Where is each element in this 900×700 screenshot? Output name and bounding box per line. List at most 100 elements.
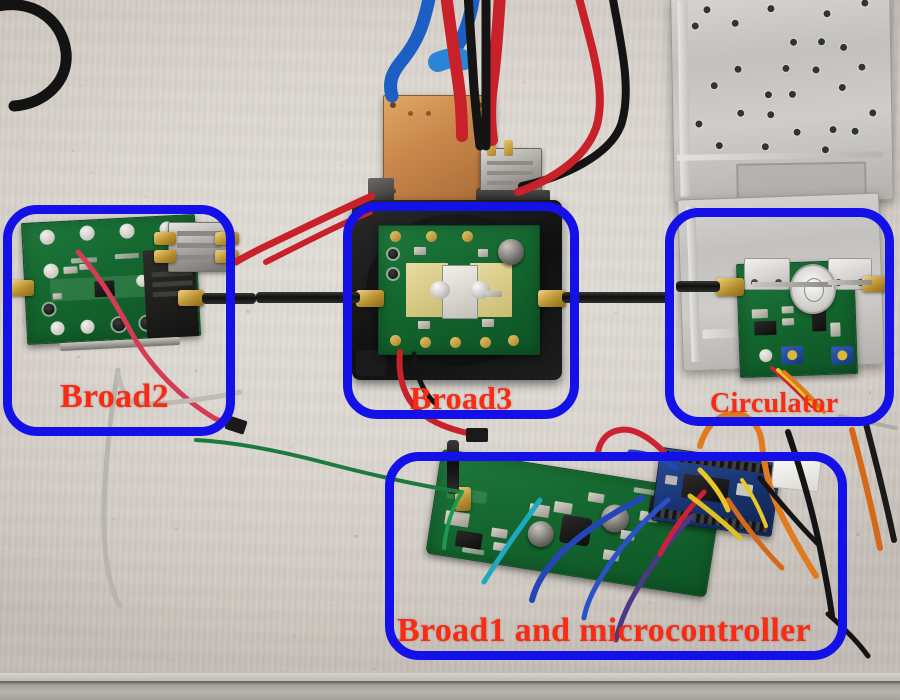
plate-hole: [737, 109, 745, 117]
sma-connector: [10, 280, 34, 296]
bench-speck: [325, 436, 328, 438]
bench-speck: [730, 630, 732, 633]
plate-hole: [789, 38, 798, 46]
coaxial-cable: [676, 281, 720, 292]
bench-speck: [341, 164, 344, 167]
bench-speck: [299, 430, 301, 432]
bench-speck: [540, 663, 543, 665]
bench-speck: [19, 136, 23, 140]
table-edge-highlight: [0, 673, 900, 682]
plate-hole: [821, 146, 829, 154]
annotation-box-broad2: [3, 205, 235, 436]
bench-speck: [632, 364, 635, 366]
bench-speck: [12, 122, 16, 125]
annotation-box-broad3: [343, 202, 579, 419]
bench-speck: [614, 311, 618, 315]
bench-speck: [856, 533, 860, 537]
bench-speck: [78, 199, 80, 201]
copper-heat-spreader: [383, 95, 495, 201]
bench-speck: [292, 635, 297, 639]
plate-hole: [761, 143, 769, 151]
plate-hole: [715, 142, 723, 150]
plate-hole: [858, 63, 866, 71]
annotation-box-circulator: [665, 208, 894, 426]
annotation-label-broad3: Broad3: [410, 380, 513, 416]
mounting-pad: [390, 231, 401, 242]
plate-hole: [817, 38, 826, 46]
sma-connector-input: [356, 290, 384, 307]
mounting-pad: [390, 335, 401, 346]
plate-hole: [840, 43, 848, 51]
plate-hole: [691, 22, 699, 30]
annotation-box-broad1: [385, 452, 847, 660]
coaxial-cable: [562, 292, 672, 303]
electrolytic-capacitor: [498, 239, 524, 265]
plate-hole: [764, 91, 773, 99]
bench-speck: [381, 176, 385, 179]
broad2-coupler-block: [168, 222, 230, 272]
plate-hole: [731, 19, 739, 27]
annotation-label-broad1: Broad1 and microcontroller: [397, 612, 811, 649]
bench-speck: [338, 154, 341, 156]
connector-pin-2: [504, 140, 513, 156]
bench-speck: [64, 586, 67, 588]
mounting-pad: [508, 335, 519, 346]
plate-hole: [710, 82, 718, 90]
mounting-pad: [462, 231, 473, 242]
mounting-hole: [388, 269, 398, 279]
plate-hole: [823, 10, 831, 18]
plate-hole: [703, 6, 711, 14]
plate-hole: [767, 111, 775, 119]
circulator-strip: [752, 282, 832, 287]
smd-component: [482, 319, 494, 327]
plate-hole: [695, 120, 703, 128]
bench-speck: [522, 81, 526, 84]
annotation-label-broad2: Broad2: [60, 378, 169, 415]
plate-hole: [767, 5, 775, 13]
plate-hole: [788, 90, 796, 98]
bench-speck: [89, 171, 93, 174]
bench-speck: [71, 149, 75, 152]
bench-speck: [174, 527, 178, 531]
sma-connector: [154, 232, 176, 245]
bench-speck: [433, 422, 437, 425]
plate-hole: [851, 127, 859, 135]
mounting-pad: [450, 337, 461, 348]
bench-speck: [246, 309, 251, 314]
ferrite-circulator: [790, 264, 836, 314]
plate-hole: [861, 0, 869, 7]
plate-hole: [793, 128, 801, 136]
bench-speck: [372, 667, 377, 671]
bench-speck: [333, 605, 336, 607]
circulator-strip: [828, 280, 872, 285]
mounting-hole: [388, 249, 398, 259]
mounting-pad: [420, 337, 431, 348]
solder-blob: [430, 281, 450, 299]
plate-hole: [838, 83, 846, 92]
plate-hole: [782, 64, 790, 72]
connector-pin-1: [487, 140, 496, 156]
plate-hole: [829, 126, 837, 134]
annotation-label-circulator: Circulator: [710, 388, 839, 419]
smd-component: [418, 321, 430, 329]
table-edge: [0, 681, 900, 700]
bench-speck: [289, 445, 294, 449]
smd-component: [486, 291, 502, 297]
solder-blob: [470, 281, 490, 299]
plate-hole: [869, 109, 877, 117]
bench-speck: [17, 0, 21, 3]
sma-connector-output: [538, 290, 566, 307]
coaxial-cable: [256, 292, 360, 303]
bench-speck: [354, 535, 358, 539]
sma-connector-input: [716, 278, 744, 296]
bench-speck: [582, 214, 584, 215]
aluminum-heatsink-plate: [670, 0, 894, 204]
bench-speck: [124, 484, 126, 486]
plate-hole: [812, 66, 820, 74]
bench-speck: [354, 661, 357, 664]
bench-speck: [143, 195, 146, 198]
smd-component: [414, 247, 426, 255]
bench-speck: [21, 319, 25, 323]
smd-component: [478, 249, 488, 257]
